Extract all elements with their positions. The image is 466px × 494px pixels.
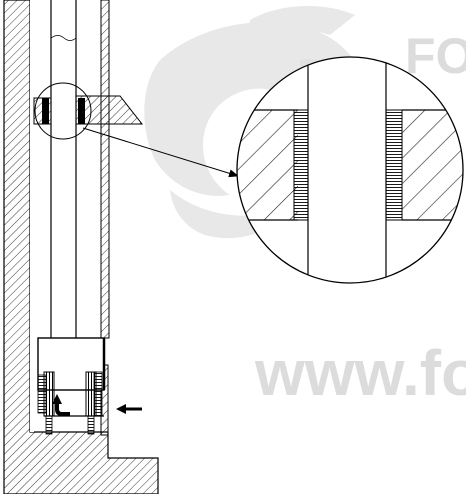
detail-callout-circle bbox=[34, 82, 92, 140]
fire-stop-collar-right bbox=[78, 98, 85, 124]
detail-leader-arrow bbox=[82, 127, 239, 178]
inlet-arrow-icon bbox=[116, 404, 142, 414]
airflow-arrow-icon bbox=[52, 394, 70, 416]
flue-pipe bbox=[50, 0, 77, 338]
ceiling-slab bbox=[33, 95, 144, 125]
fire-stop-collar-left bbox=[42, 98, 49, 124]
masonry-wall bbox=[3, 0, 159, 494]
watermark-logo-text: FO bbox=[405, 28, 466, 84]
stove-legs bbox=[45, 415, 95, 435]
watermark-url-text: www.for bbox=[254, 337, 466, 409]
stove-unit bbox=[37, 337, 106, 417]
detail-enlarged-view bbox=[236, 56, 464, 284]
